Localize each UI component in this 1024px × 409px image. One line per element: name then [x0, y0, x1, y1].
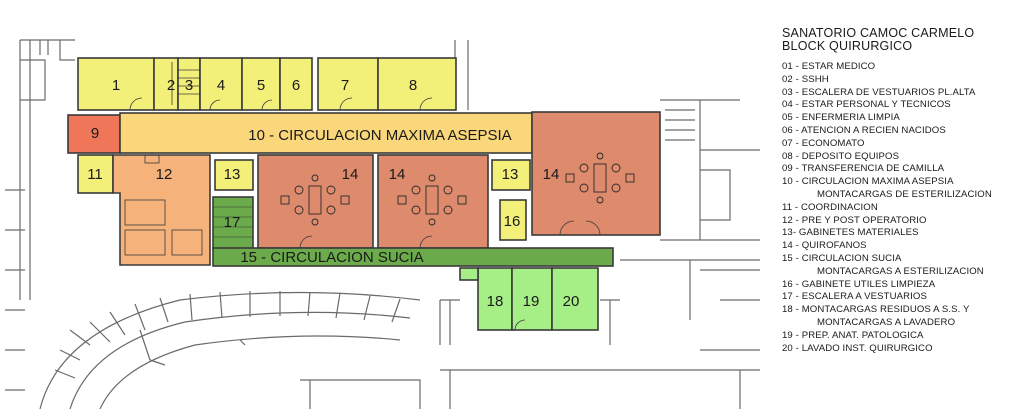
legend: SANATORIO CAMOC CARMELO BLOCK QUIRURGICO… [782, 27, 1018, 355]
legend-item: 08 - DEPOSITO EQUIPOS [782, 150, 900, 162]
label-room-1: 1 [112, 77, 120, 94]
legend-item: 16 - GABINETE UTILES LIMPIEZA [782, 278, 936, 290]
legend-item: 05 - ENFERMERIA LIMPIA [782, 112, 900, 124]
label-room-20: 20 [563, 293, 580, 310]
label-room-16: 16 [504, 213, 521, 230]
legend-item-continued: MONTACARGAS DE ESTERILIZACION [817, 188, 992, 200]
legend-list: 01 - ESTAR MEDICO 02 - SSHH 03 - ESCALER… [782, 61, 1018, 355]
legend-item: 17 - ESCALERA A VESTUARIOS [782, 291, 927, 303]
legend-item: 13- GABINETES MATERIALES [782, 227, 919, 239]
room-14-b [377, 154, 489, 249]
label-room-14-a: 14 [342, 166, 359, 183]
legend-item: 10 - CIRCULACION MAXIMA ASEPSIA [782, 176, 954, 188]
room-2 [153, 57, 179, 111]
room-1 [77, 57, 155, 111]
legend-item: 18 - MONTACARGAS RESIDUOS A S.S. Y [782, 304, 970, 316]
surgery-equipment [280, 152, 635, 226]
room-16 [499, 199, 527, 241]
room-17 [212, 196, 254, 250]
legend-item: 04 - ESTAR PERSONAL Y TECNICOS [782, 99, 951, 111]
legend-item: 06 - ATENCION A RECIEN NACIDOS [782, 124, 946, 136]
label-room-8: 8 [409, 77, 417, 94]
legend-item: 12 - PRE Y POST OPERATORIO [782, 214, 927, 226]
label-room-13-right: 13 [502, 166, 519, 183]
label-room-7: 7 [341, 77, 349, 94]
room-8 [377, 57, 457, 111]
legend-item: 01 - ESTAR MEDICO [782, 61, 876, 72]
room-13-left [214, 159, 254, 191]
door-swings [129, 97, 601, 331]
room-12 [112, 154, 211, 266]
label-room-6: 6 [292, 77, 300, 94]
label-room-11: 11 [87, 166, 103, 183]
label-room-13-left: 13 [224, 166, 241, 183]
label-room-5: 5 [257, 77, 265, 94]
label-room-4: 4 [217, 77, 225, 94]
legend-item: 14 - QUIROFANOS [782, 240, 867, 252]
legend-item: 15 - CIRCULACION SUCIA [782, 252, 902, 264]
legend-item: 09 - TRANSFERENCIA DE CAMILLA [782, 163, 945, 175]
room-13-right [491, 159, 531, 191]
label-room-14-c: 14 [543, 166, 560, 183]
room-9 [67, 114, 121, 154]
room-15 [212, 247, 614, 267]
legend-item: 11 - COORDINACION [782, 201, 878, 213]
label-room-15: 15 - CIRCULACION SUCIA [240, 249, 423, 266]
label-room-18: 18 [487, 293, 504, 310]
rooms [67, 57, 661, 331]
legend-item: 03 - ESCALERA DE VESTUARIOS PL.ALTA [782, 86, 976, 98]
room-5 [241, 57, 281, 111]
label-room-10: 10 - CIRCULACION MAXIMA ASEPSIA [248, 127, 511, 144]
room-10 [119, 112, 533, 154]
legend-item: 07 - ECONOMATO [782, 137, 865, 149]
room-18 [477, 267, 513, 331]
room-14-c [531, 111, 661, 236]
legend-item: 20 - LAVADO INST. QUIRURGICO [782, 342, 933, 354]
room-6 [279, 57, 313, 111]
room-20 [551, 267, 599, 331]
label-room-14-b: 14 [389, 166, 406, 183]
room-labels: 1 2 3 4 5 6 7 8 9 10 - CIRCULACION MAXIM… [87, 77, 579, 310]
legend-title-line-2: BLOCK QUIRURGICO [782, 39, 913, 53]
legend-item-continued: MONTACARGAS A LAVADERO [817, 316, 956, 328]
label-room-19: 19 [523, 293, 540, 310]
room-4 [199, 57, 243, 111]
label-room-17: 17 [224, 214, 241, 231]
label-room-9: 9 [91, 125, 99, 142]
room-11 [77, 154, 114, 194]
legend-title-line-1: SANATORIO CAMOC CARMELO [782, 26, 975, 40]
floor-plan: 1 2 3 4 5 6 7 8 9 10 - CIRCULACION MAXIM… [5, 39, 760, 409]
label-room-3: 3 [185, 77, 193, 94]
legend-item-continued: MONTACARGAS A ESTERILIZACION [817, 265, 984, 277]
legend-item: 19 - PREP. ANAT. PATOLOGICA [782, 329, 924, 341]
building-outline [5, 39, 760, 409]
label-room-12: 12 [156, 166, 173, 183]
legend-item: 02 - SSHH [782, 73, 829, 85]
label-room-2: 2 [167, 77, 175, 94]
